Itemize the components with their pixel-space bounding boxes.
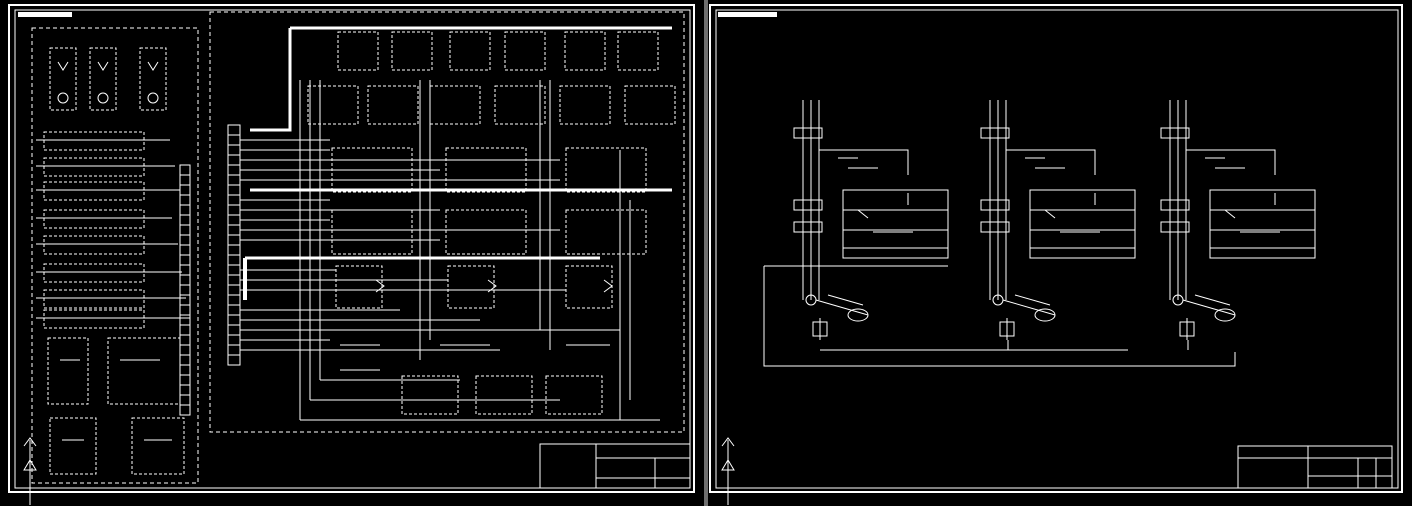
drawing-viewport-left[interactable] — [0, 0, 704, 506]
wiring-diagram-left — [8, 4, 695, 505]
sheet-tag-left — [18, 12, 72, 17]
drawing-viewport-right[interactable] — [708, 0, 1412, 506]
motor-circuit-3 — [1160, 100, 1316, 340]
motor-circuit-2 — [980, 100, 1136, 340]
ucs-axis-icon — [23, 437, 37, 505]
sheet-tag-right — [718, 12, 777, 17]
schematic-diagram-right — [709, 4, 1403, 505]
ucs-axis-icon — [721, 437, 735, 505]
motor-circuit-1 — [793, 100, 949, 340]
pane-divider[interactable] — [702, 0, 710, 506]
